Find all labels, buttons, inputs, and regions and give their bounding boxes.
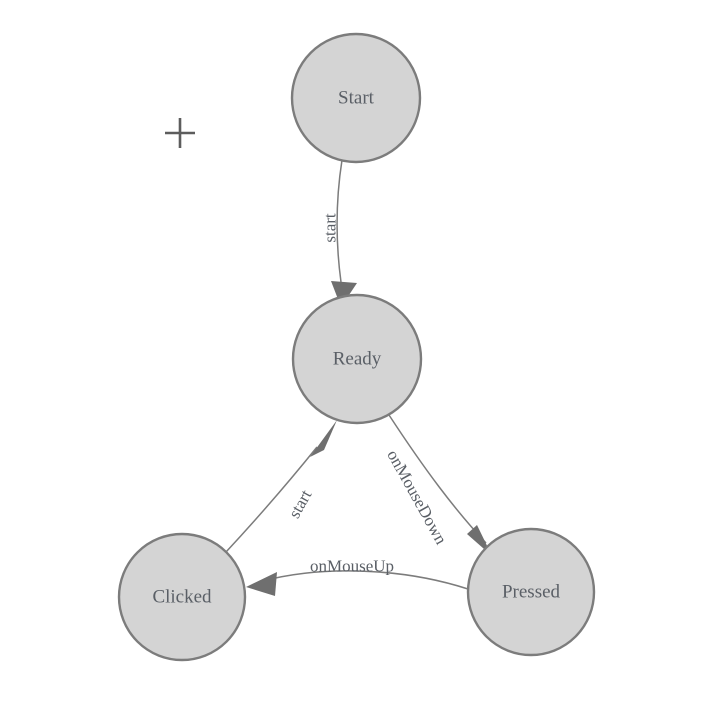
edge-clicked-to-ready[interactable]: start (225, 420, 337, 553)
edge-start-to-ready[interactable]: start (321, 159, 358, 307)
edge-ready-to-pressed[interactable]: onMouseDown (383, 414, 492, 556)
plus-crosshair-icon[interactable] (165, 118, 195, 148)
edge-pressed-to-clicked[interactable]: onMouseUp (246, 557, 469, 597)
node-ready-circle[interactable] (291, 293, 423, 425)
edge-label-pressed-to-clicked: onMouseUp (310, 557, 394, 576)
edge-label-ready-to-pressed: onMouseDown (383, 447, 451, 548)
node-pressed[interactable]: Pressed (466, 527, 596, 657)
edge-start-to-ready-path[interactable] (336, 159, 343, 283)
edge-label-start-to-ready: start (321, 213, 340, 243)
node-ready-label: Ready (333, 349, 382, 370)
edge-clicked-to-ready-path[interactable] (225, 446, 318, 553)
edge-pressed-to-clicked-path[interactable] (262, 570, 469, 590)
node-start-circle[interactable] (290, 32, 422, 164)
node-clicked[interactable]: Clicked (117, 532, 247, 662)
node-clicked-label: Clicked (152, 587, 212, 608)
node-pressed-circle[interactable] (466, 527, 596, 657)
edge-clicked-to-ready-arrowhead (310, 420, 337, 457)
edge-start-to-ready-arrowhead (331, 281, 357, 307)
node-pressed-label: Pressed (502, 582, 561, 603)
edge-label-clicked-to-ready: start (285, 486, 316, 521)
node-clicked-circle[interactable] (117, 532, 247, 662)
node-start[interactable]: Start (290, 32, 422, 164)
node-start-label: Start (338, 88, 375, 109)
node-ready[interactable]: Ready (291, 293, 423, 425)
edge-pressed-to-clicked-arrowhead (246, 572, 277, 596)
